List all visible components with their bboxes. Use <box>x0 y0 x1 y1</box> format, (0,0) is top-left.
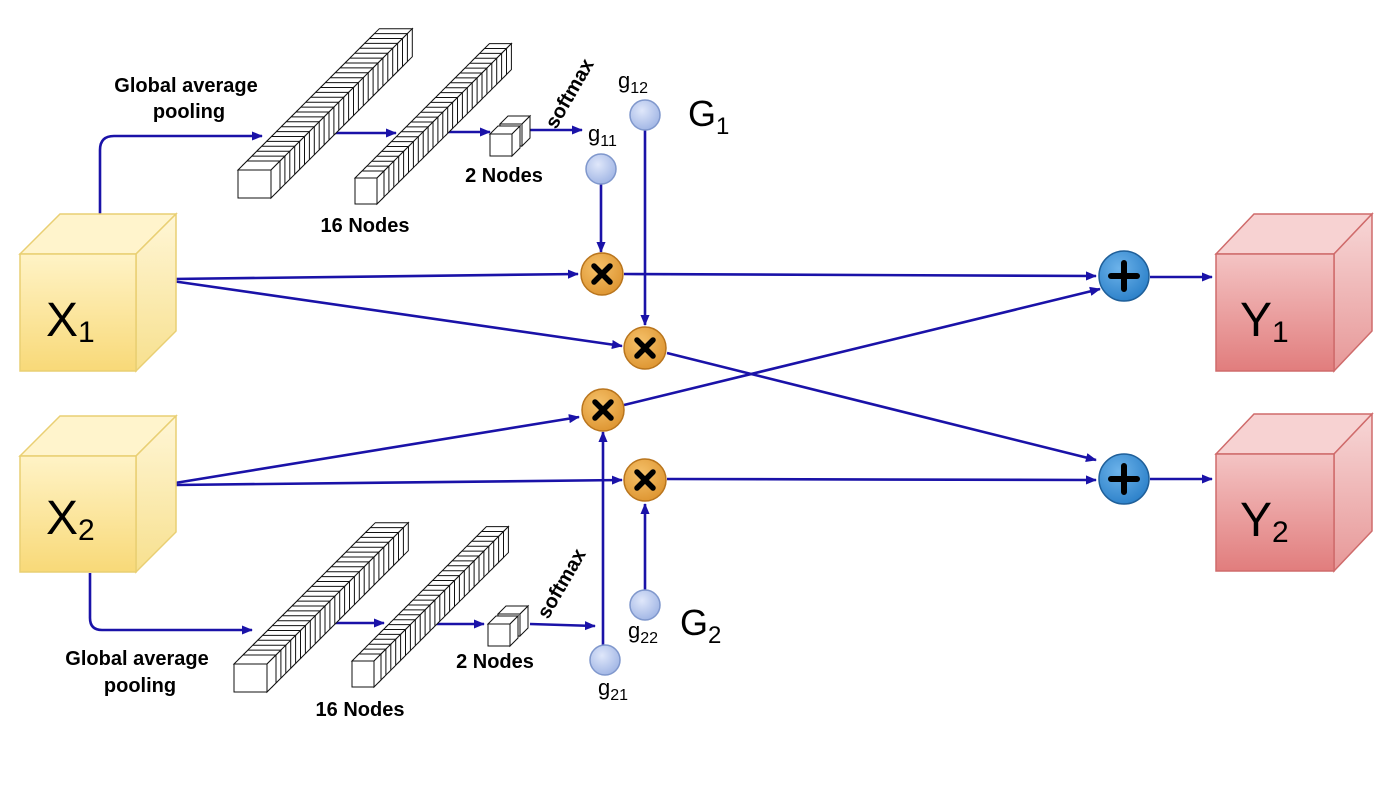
layer-cell <box>486 614 520 648</box>
multiply-node-3 <box>581 388 625 432</box>
input-label-x2: X2 <box>46 492 95 547</box>
input-cube-x1: X1 <box>18 212 178 373</box>
multiply-node-4 <box>623 458 667 502</box>
gate-label-g21: g21 <box>598 675 628 704</box>
edge-x2-to-pooling <box>88 573 253 635</box>
edges <box>88 125 1213 645</box>
edge-mul3-to-add1 <box>623 286 1101 407</box>
layer-cell <box>232 653 278 694</box>
multiply-icon <box>592 399 614 421</box>
multiply-node-1 <box>580 252 624 296</box>
output-cube-y2: Y2 <box>1214 412 1374 573</box>
layer-cell <box>236 159 282 200</box>
dense-16-nodes-bottom <box>350 525 510 689</box>
pooling-label-top-line2: pooling <box>153 101 225 123</box>
add-node-2 <box>1098 453 1150 505</box>
layer-2-label-top: 2 Nodes <box>465 165 543 187</box>
layer-cell <box>488 124 522 158</box>
plus-icon <box>1108 260 1140 292</box>
pooling-vector-bottom <box>232 521 410 694</box>
layer-16-label-bottom: 16 Nodes <box>316 699 405 721</box>
edge-mul2-to-add2 <box>666 351 1097 463</box>
pooling-label-bottom-line2: pooling <box>104 675 176 697</box>
gate-label-G1: G1 <box>688 93 729 140</box>
output-label-y2: Y2 <box>1240 494 1289 549</box>
edge-x2-to-mul4 <box>174 475 623 487</box>
output-label-y1: Y1 <box>1240 294 1289 349</box>
output-cube-y1: Y1 <box>1214 212 1374 373</box>
gate-node-g11 <box>585 153 617 185</box>
dense-2-nodes-top <box>488 114 532 158</box>
add-node-1 <box>1098 250 1150 302</box>
edge-mul4-to-add2 <box>666 475 1097 485</box>
edge-mul1-to-add1 <box>623 271 1097 281</box>
dense-16-nodes-top <box>353 42 513 206</box>
layer-cell <box>350 652 383 689</box>
pooling-label-bottom-line1: Global average <box>65 648 208 670</box>
gate-label-g12: g12 <box>618 68 648 97</box>
edge-x2-to-mul3 <box>174 414 580 485</box>
plus-icon <box>1108 463 1140 495</box>
multiply-icon <box>634 337 656 359</box>
layer-16-label-top: 16 Nodes <box>321 215 410 237</box>
edge-2-to-softmax-bottom <box>529 621 596 631</box>
dense-2-nodes-bottom <box>486 604 530 648</box>
input-cube-x2: X2 <box>18 414 178 574</box>
pooling-vector-top <box>236 27 414 200</box>
gate-label-g11: g11 <box>588 121 617 150</box>
edge-x1-to-mul1 <box>171 269 579 281</box>
input-label-x1: X1 <box>46 294 95 349</box>
gate-label-G2: G2 <box>680 602 721 649</box>
gate-node-g21 <box>589 644 621 676</box>
edge-x1-to-pooling <box>98 131 263 238</box>
layer-2-label-bottom: 2 Nodes <box>456 651 534 673</box>
multiply-node-2 <box>623 326 667 370</box>
gate-node-g22 <box>629 589 661 621</box>
pooling-label-top-line1: Global average <box>114 75 257 97</box>
softmax-label-bottom: softmax <box>533 545 590 622</box>
multiply-icon <box>634 469 656 491</box>
layer-cell <box>353 169 386 206</box>
gate-node-g12 <box>629 99 661 131</box>
multiply-icon <box>591 263 613 285</box>
edge-x1-to-mul2 <box>171 279 623 350</box>
gate-label-g22: g22 <box>628 618 658 647</box>
